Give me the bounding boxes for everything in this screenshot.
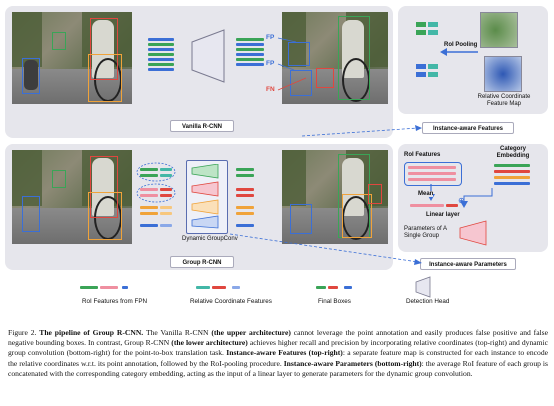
fp-label-1: FP [266, 34, 275, 41]
group-ellipses [136, 162, 176, 203]
legend-detection-head: Detection Head [406, 298, 450, 305]
dynamic-groupconv-label: Dynamic GroupConv [182, 236, 238, 242]
embedding-to-concat-arrow [460, 188, 493, 208]
coordinate-map-1 [480, 12, 518, 48]
caption-s1b: cannot leverage the point annotation and… [8, 328, 548, 348]
instance-aware-params-label: Instance-aware Parameters [420, 258, 516, 270]
fp-label-2: FP [266, 60, 275, 67]
linear-layer-label: Linear layer [426, 212, 460, 218]
plus-symbol: ⊕ [458, 196, 465, 205]
caption-iap: Instance-aware Parameters (bottom-right) [283, 358, 422, 368]
caption-s2: achieves higher recall and precision by … [8, 338, 548, 358]
legend-roi-fpn: RoI Features from FPN [82, 298, 148, 305]
relative-coordinate-map-label: Relative Coordinate Feature Map [477, 94, 531, 107]
roi-pooling-arrow [440, 48, 478, 56]
fp-fn-pointers [277, 37, 307, 91]
roi-pooling-label: RoI Pooling [444, 42, 478, 48]
input-image-bottom [12, 150, 132, 244]
vanilla-rcnn-label: Vanilla R-CNN [170, 120, 234, 132]
coordinate-map-2 [484, 56, 522, 92]
caption-iaf: Instance-aware Features (top-right) [226, 348, 343, 358]
caption-title: The pipeline of Group R-CNN. [39, 328, 144, 337]
legend-rel-coord: Relative Coordinate Features [190, 298, 272, 305]
params-trapezoid [459, 220, 487, 246]
input-image-top [12, 12, 132, 104]
mean-label: Mean [418, 191, 434, 197]
legend-final-boxes: Final Boxes [318, 298, 351, 305]
detection-head-top [191, 29, 225, 83]
caption-lower: (the lower architecture) [171, 338, 248, 348]
legend-detection-head-swatch [415, 276, 431, 298]
roi-features-label: RoI Features [404, 152, 441, 158]
fn-label: FN [266, 86, 275, 93]
figure-caption: Figure 2. The pipeline of Group R-CNN. T… [8, 328, 548, 379]
roi-features-box [404, 162, 462, 186]
output-image-bottom [282, 150, 388, 244]
caption-s1a: The Vanilla R-CNN [143, 328, 212, 337]
caption-upper: (the upper architecture) [211, 328, 291, 337]
caption-s3: : a separate feature map is constructed … [8, 348, 548, 368]
output-image-top [282, 12, 388, 104]
params-single-group-label: Parameters of A Single Group [404, 226, 448, 239]
params-dashed-arrow [229, 233, 422, 265]
category-embedding-label: Category Embedding [496, 146, 530, 159]
group-rcnn-label: Group R-CNN [170, 256, 234, 268]
caption-s4: : the average RoI feature of each group … [8, 358, 548, 378]
features-dashed-arrow [301, 125, 422, 137]
figure-number: Figure 2. [8, 328, 37, 337]
groupconv-heads [191, 164, 219, 229]
instance-aware-features-label: Instance-aware Features [422, 122, 514, 134]
